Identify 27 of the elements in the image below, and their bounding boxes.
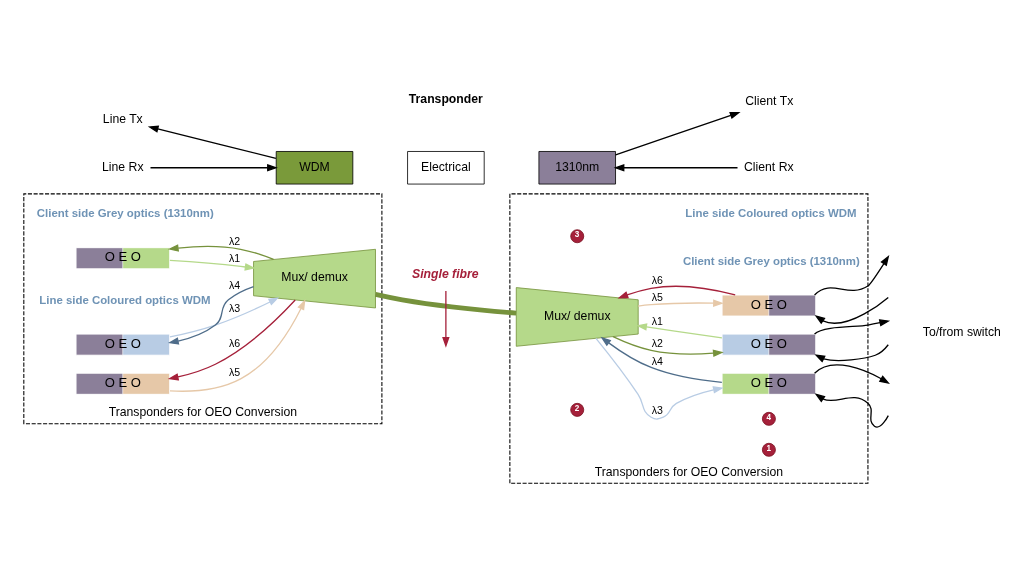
label: Line side Coloured optics WDM <box>39 293 211 306</box>
edge-label: λ1 <box>228 251 241 264</box>
edge-label: λ2 <box>651 337 663 350</box>
edge-label: λ3 <box>228 302 241 315</box>
edge-label: λ3 <box>651 404 663 417</box>
edge-label: λ1 <box>651 314 663 327</box>
edge-label: λ6 <box>651 273 663 286</box>
label: 3 <box>574 230 580 240</box>
edge-label: λ5 <box>228 365 241 378</box>
node-text: Client Rx <box>744 159 794 174</box>
edge-label: λ6 <box>228 336 241 349</box>
label: 4 <box>766 413 771 423</box>
label: 1 <box>766 444 771 454</box>
label: Client side Grey optics (1310nm) <box>36 207 214 220</box>
node-text: Line Tx <box>102 112 143 127</box>
node-text: Single fibre <box>412 267 479 282</box>
node-text: Line Rx <box>102 159 144 174</box>
label: To/from switch <box>922 325 1001 340</box>
edge-label: λ4 <box>651 354 663 367</box>
edge-label: λ4 <box>228 278 241 291</box>
label: Line side Coloured optics WDM <box>685 207 857 220</box>
label: 2 <box>574 404 580 414</box>
edge-label: λ2 <box>228 234 241 247</box>
node-text: Client Tx <box>745 94 794 109</box>
label: Client side Grey optics (1310nm) <box>682 254 860 267</box>
edge-label: λ5 <box>651 290 663 303</box>
node-text: Transponder <box>408 91 483 106</box>
